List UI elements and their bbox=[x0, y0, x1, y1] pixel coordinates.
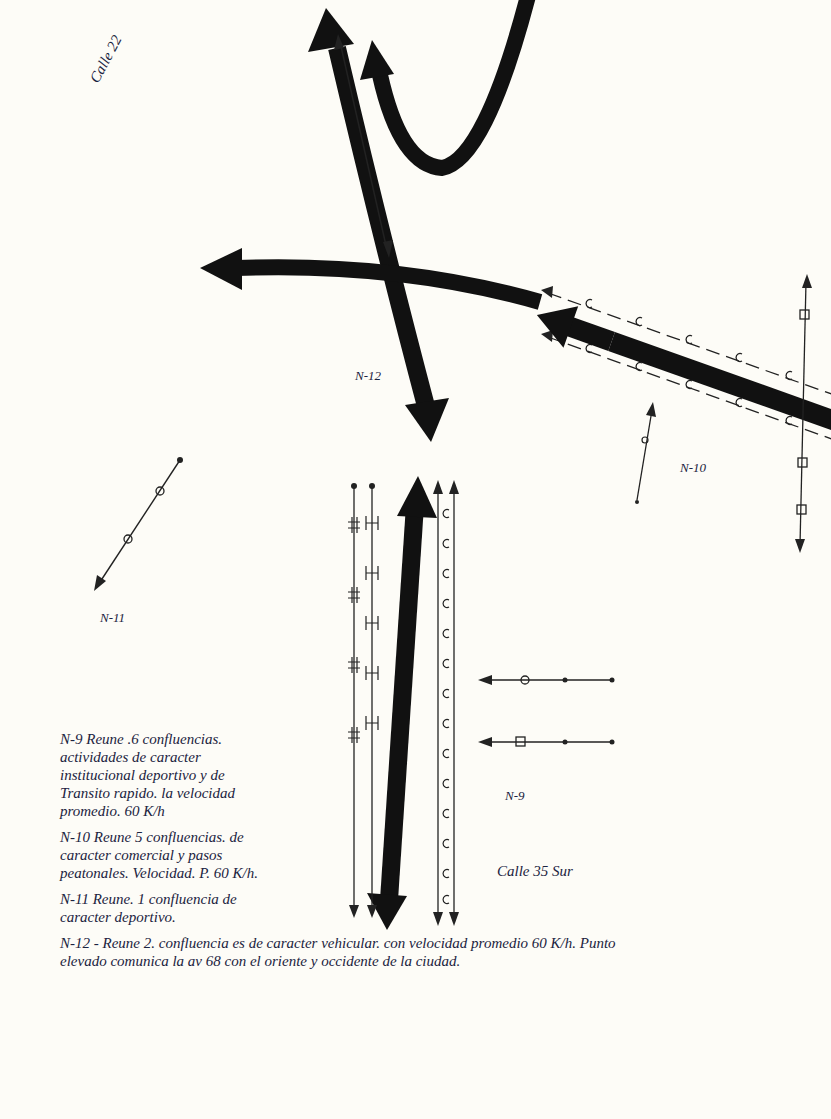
node-circle: N-10 bbox=[605, 265, 831, 495]
circle-outline bbox=[265, 128, 545, 408]
pedestrian-line bbox=[637, 410, 652, 500]
dot bbox=[610, 678, 615, 683]
wash-blob bbox=[300, 366, 380, 394]
node-label: N-9 bbox=[505, 788, 525, 804]
arrow-head bbox=[449, 912, 459, 926]
note-text: N-12 - Reune 2. confluencia es de caract… bbox=[60, 934, 625, 970]
road-line bbox=[567, 326, 612, 342]
arrow-head bbox=[449, 480, 459, 494]
road-arrow bbox=[389, 505, 415, 900]
dot bbox=[563, 678, 568, 683]
road-arrow bbox=[236, 267, 540, 302]
crossing-mark bbox=[798, 458, 807, 467]
wash-blob bbox=[83, 531, 167, 599]
crossing-mark bbox=[348, 517, 360, 743]
node-label: N-10 bbox=[680, 460, 706, 476]
road-connector bbox=[537, 306, 612, 347]
dimension-line bbox=[340, 42, 387, 250]
dot bbox=[635, 500, 639, 504]
dot bbox=[563, 740, 568, 745]
node-circle: N-11 bbox=[52, 490, 208, 646]
crossing-mark bbox=[443, 510, 449, 904]
crossing-mark bbox=[124, 535, 132, 543]
arrow-head bbox=[478, 737, 492, 747]
pedestrian-line bbox=[100, 460, 180, 582]
arrow-head bbox=[334, 34, 344, 50]
crossing-mark bbox=[642, 437, 648, 443]
note-text: N-9 Reune .6 confluencias. actividades d… bbox=[60, 730, 265, 820]
arrow-head bbox=[405, 398, 449, 442]
node-fill bbox=[53, 491, 207, 645]
pedestrian-line bbox=[453, 490, 454, 918]
note-text: N-10 Reune 5 confluencias. de caracter c… bbox=[60, 828, 265, 882]
arrow-head bbox=[537, 306, 578, 347]
circle-outline bbox=[52, 490, 208, 646]
arrow-head bbox=[360, 40, 394, 80]
crossing-mark bbox=[521, 676, 529, 684]
node-fill bbox=[266, 541, 594, 869]
node-circle: N-12 bbox=[265, 128, 545, 408]
crossing-mark bbox=[156, 487, 164, 495]
node-circle: N-9 bbox=[265, 540, 595, 870]
arrow-head bbox=[308, 8, 354, 52]
dot bbox=[369, 483, 375, 489]
wash-blob bbox=[282, 630, 318, 750]
dot bbox=[610, 740, 615, 745]
circle-outline bbox=[265, 540, 595, 870]
arrow-head bbox=[646, 402, 656, 417]
pedestrian-line bbox=[371, 486, 372, 910]
arrow-head bbox=[200, 248, 242, 290]
node-fill bbox=[606, 266, 831, 494]
pedestrian-line bbox=[486, 679, 612, 680]
dot bbox=[351, 483, 357, 489]
node-fill bbox=[266, 129, 544, 407]
arrow-head bbox=[541, 286, 553, 298]
arrow-head bbox=[802, 274, 812, 288]
arrow-head bbox=[433, 480, 443, 494]
wash-blob bbox=[740, 280, 800, 360]
street-name: Calle 35 Sur bbox=[497, 862, 573, 880]
arrow-head bbox=[367, 905, 377, 918]
arrow-head bbox=[349, 905, 359, 918]
pedestrian-line bbox=[486, 741, 612, 742]
pedestrian-line bbox=[353, 486, 354, 910]
street-name: Calle 22 bbox=[86, 32, 126, 86]
node-label: N-11 bbox=[100, 610, 125, 626]
arrow-head bbox=[795, 539, 805, 553]
arrow-head bbox=[433, 912, 443, 926]
arrow-head bbox=[478, 675, 492, 685]
node-label: N-12 bbox=[355, 368, 381, 384]
crossing-mark bbox=[586, 300, 792, 425]
crossing-mark bbox=[797, 505, 806, 514]
crossing-mark bbox=[800, 310, 809, 319]
crossing-mark bbox=[366, 516, 378, 730]
arrow-head bbox=[383, 240, 393, 258]
note-text: N-11 Reune. 1 confluencia de caracter de… bbox=[60, 890, 265, 926]
circle-outline bbox=[605, 265, 831, 495]
arrow-head bbox=[397, 476, 437, 518]
dot bbox=[177, 457, 183, 463]
arrow-head bbox=[94, 575, 106, 591]
crossing-mark bbox=[516, 737, 525, 746]
pedestrian-line bbox=[437, 490, 438, 918]
arrow-head bbox=[367, 893, 407, 930]
ramp-arrow bbox=[380, 0, 528, 168]
